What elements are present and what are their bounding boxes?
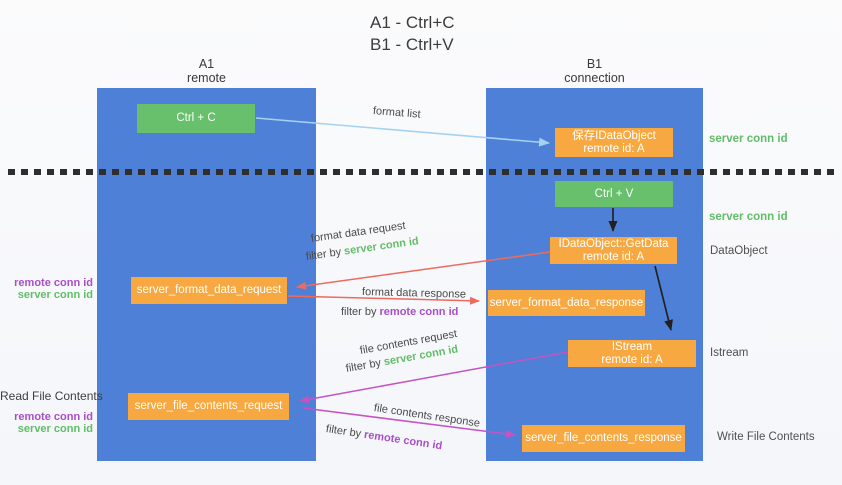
node-server-format-data-request: server_format_data_request xyxy=(131,277,287,304)
istream-label: Istream xyxy=(710,347,749,359)
node-ctrl-c: Ctrl + C xyxy=(137,104,255,133)
filter-by-text: filter by xyxy=(344,356,385,375)
lane-b1-subtitle: connection xyxy=(564,71,625,85)
node-idataobject-getdata-line2: remote id: A xyxy=(582,250,645,263)
node-server-format-data-response: server_format_data_response xyxy=(488,290,645,316)
node-save-idataobject-line1: 保存IDataObject xyxy=(572,129,656,142)
node-ctrl-v-label: Ctrl + V xyxy=(594,187,634,200)
remote-conn-id-key: remote conn id xyxy=(363,428,443,453)
write-file-contents-label: Write File Contents xyxy=(717,431,815,443)
node-ctrl-v: Ctrl + V xyxy=(555,181,673,207)
format-list-arrow-label: format list xyxy=(372,105,422,121)
node-istream-line2: remote id: A xyxy=(601,353,663,366)
server-conn-id-label-top: server conn id xyxy=(709,133,788,145)
file-contents-response-arrow-label: file contents response xyxy=(373,402,481,430)
lane-a1-subtitle: remote xyxy=(187,71,226,85)
format-data-response-arrow-label: format data response xyxy=(361,286,467,301)
remote-conn-id-label-file: remote conn id xyxy=(14,411,93,423)
lane-header-b1: B1 connection xyxy=(486,57,703,85)
lane-a1-title: A1 xyxy=(198,57,215,71)
node-ctrl-c-label: Ctrl + C xyxy=(176,112,216,124)
server-conn-id-label-mid: server conn id xyxy=(709,211,788,223)
node-server-file-contents-request: server_file_contents_request xyxy=(128,393,289,420)
page-title: A1 - Ctrl+C B1 - Ctrl+V xyxy=(370,12,455,56)
lane-header-a1: A1 remote xyxy=(97,57,316,85)
dataobject-label: DataObject xyxy=(710,245,768,257)
title-line-1: A1 - Ctrl+C xyxy=(370,13,455,32)
node-save-idataobject: 保存IDataObject remote id: A xyxy=(555,128,673,157)
node-save-idataobject-line2: remote id: A xyxy=(583,142,645,155)
remote-conn-id-key: remote conn id xyxy=(379,306,459,318)
filter-by-text: filter by xyxy=(341,306,380,318)
node-server-format-data-response-label: server_format_data_response xyxy=(489,296,644,309)
server-conn-id-label-format: server conn id xyxy=(17,289,93,301)
dotted-divider-line xyxy=(8,169,834,175)
node-server-file-contents-request-label: server_file_contents_request xyxy=(134,400,283,412)
remote-conn-id-label-format: remote conn id xyxy=(14,277,93,289)
server-conn-id-label-file: server conn id xyxy=(17,423,93,435)
node-idataobject-getdata-line1: IDataObject::GetData xyxy=(558,237,669,250)
lane-b1-title: B1 xyxy=(586,57,603,71)
read-file-contents-label: Read File Contents xyxy=(0,389,103,403)
node-server-file-contents-response-label: server_file_contents_response xyxy=(525,432,682,444)
node-idataobject-getdata: IDataObject::GetData remote id: A xyxy=(550,237,677,264)
node-istream: IStream remote id: A xyxy=(568,340,696,367)
node-istream-line1: IStream xyxy=(611,340,653,353)
node-server-file-contents-response: server_file_contents_response xyxy=(522,425,685,452)
filter-by-text: filter by xyxy=(325,423,365,441)
file-contents-response-filter-label: filter by remote conn id xyxy=(325,423,443,452)
title-line-2: B1 - Ctrl+V xyxy=(370,35,454,54)
node-server-format-data-request-label: server_format_data_request xyxy=(136,284,282,296)
format-data-response-filter-label: filter by remote conn id xyxy=(341,306,458,318)
